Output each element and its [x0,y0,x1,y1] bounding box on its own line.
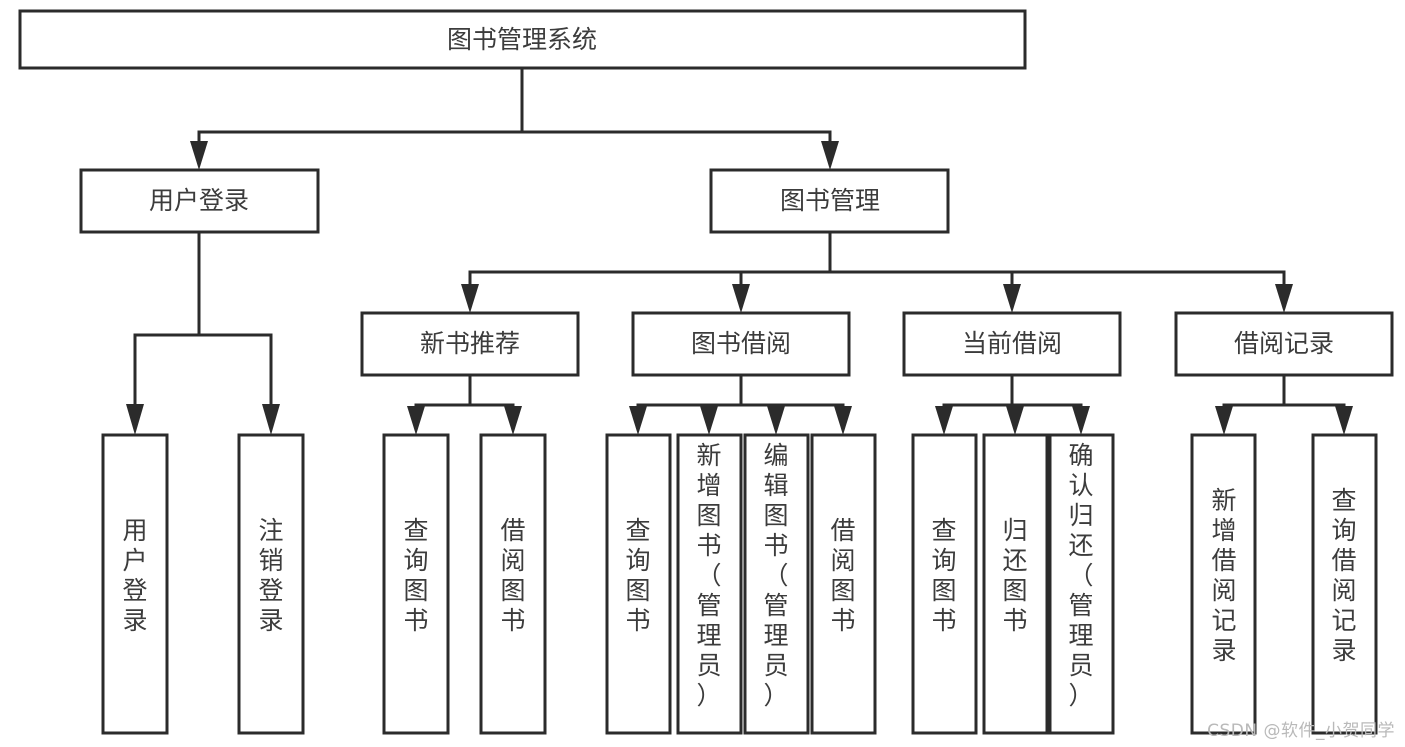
arrow-to-leaf-user-logout [262,404,280,435]
node-borrow-record[interactable]: 借阅记录 [1174,311,1394,377]
node-leaf-query-book-1[interactable]: 查询图书 [382,433,450,735]
arrow-to-leaf-query-book-2 [629,406,647,435]
edge-group-book-management [461,230,1293,313]
node-leaf-confirm-return-box[interactable] [1048,433,1115,735]
node-leaf-return-book[interactable]: 归还图书 [982,433,1049,735]
edge-group-borrow-record [1215,373,1353,435]
node-leaf-user-login-label: 用户登录 [122,516,147,635]
node-leaf-query-book-3[interactable]: 查询图书 [911,433,978,735]
node-new-book-recommend-box[interactable] [360,311,580,377]
node-leaf-borrow-book-1[interactable]: 借阅图书 [479,433,547,735]
node-user-login-box[interactable] [79,168,320,234]
node-book-borrow[interactable]: 图书借阅 [631,311,851,377]
node-user-login[interactable]: 用户登录 [79,168,320,234]
arrow-to-leaf-borrow-book-2 [834,406,852,435]
node-leaf-add-record[interactable]: 新增借阅记录 [1190,433,1257,735]
node-leaf-borrow-book-1-label: 借阅图书 [500,516,525,635]
node-leaf-confirm-return[interactable]: 确认归还（管理员） [1048,433,1115,735]
node-leaf-query-book-1-label: 查询图书 [403,516,428,635]
node-root-label: 图书管理系统 [447,25,597,54]
arrow-to-leaf-query-book-1 [407,406,425,435]
arrow-root-to-book-management [821,141,839,170]
arrow-to-leaf-confirm-return [1072,406,1090,435]
node-book-borrow-label: 图书借阅 [691,329,791,358]
node-leaf-return-book-box[interactable] [982,433,1049,735]
node-leaf-borrow-book-1-box[interactable] [479,433,547,735]
node-leaf-borrow-book-2[interactable]: 借阅图书 [810,433,877,735]
node-leaf-query-book-3-label: 查询图书 [931,516,956,635]
node-new-book-recommend[interactable]: 新书推荐 [360,311,580,377]
edge-group-root [190,66,839,170]
node-leaf-query-book-3-box[interactable] [911,433,978,735]
node-book-management[interactable]: 图书管理 [709,168,950,234]
node-book-borrow-box[interactable] [631,311,851,377]
node-leaf-query-book-1-box[interactable] [382,433,450,735]
node-leaf-add-book[interactable]: 新增图书（管理员） [676,433,743,735]
node-leaf-add-record-box[interactable] [1190,433,1257,735]
node-leaf-return-book-label: 归还图书 [1002,516,1027,635]
node-leaf-borrow-book-2-label: 借阅图书 [830,516,855,635]
arrow-to-leaf-borrow-book-1 [504,406,522,435]
node-leaf-user-logout-box[interactable] [237,433,305,735]
arrow-root-to-user-login [190,141,208,170]
arrow-to-current-borrow [1003,284,1021,313]
node-leaf-user-login-box[interactable] [101,433,169,735]
arrow-to-leaf-query-record [1335,406,1353,435]
edge-group-user-login [126,230,280,435]
node-leaf-add-record-label: 新增借阅记录 [1211,486,1236,665]
arrow-to-new-book-recommend [461,284,479,313]
node-leaf-query-book-2-box[interactable] [605,433,672,735]
node-root[interactable]: 图书管理系统 [18,9,1027,70]
node-root-box[interactable] [18,9,1027,70]
edge-group-current-borrow [935,373,1090,435]
csdn-watermark: CSDN @软件_小贺同学 [1207,721,1395,741]
node-leaf-add-book-label: 新增图书（管理员） [696,441,721,710]
node-leaf-query-record-label: 查询借阅记录 [1331,486,1356,665]
node-leaf-add-book-box[interactable] [676,433,743,735]
node-leaf-confirm-return-label: 确认归还（管理员） [1068,441,1093,710]
node-borrow-record-label: 借阅记录 [1234,329,1334,358]
node-user-login-label: 用户登录 [149,186,249,215]
node-leaf-query-book-2-label: 查询图书 [625,516,650,635]
arrow-to-book-borrow [732,284,750,313]
node-book-management-label: 图书管理 [780,186,880,215]
node-leaf-user-login[interactable]: 用户登录 [101,433,169,735]
node-leaf-user-logout[interactable]: 注销登录 [237,433,305,735]
node-leaf-edit-book[interactable]: 编辑图书（管理员） [743,433,810,735]
arrow-to-leaf-add-record [1215,406,1233,435]
arrow-to-leaf-return-book [1006,406,1024,435]
node-current-borrow[interactable]: 当前借阅 [902,311,1122,377]
node-current-borrow-box[interactable] [902,311,1122,377]
node-leaf-user-logout-label: 注销登录 [258,516,283,635]
arrow-to-leaf-add-book [700,406,718,435]
arrow-to-leaf-query-book-3 [935,406,953,435]
node-leaf-edit-book-label: 编辑图书（管理员） [763,441,788,710]
arrow-to-leaf-edit-book [767,406,785,435]
node-leaf-borrow-book-2-box[interactable] [810,433,877,735]
edge-group-new-book-recommend [407,373,522,435]
node-current-borrow-label: 当前借阅 [962,329,1062,358]
arrow-to-borrow-record [1275,284,1293,313]
node-leaf-edit-book-box[interactable] [743,433,810,735]
node-book-management-box[interactable] [709,168,950,234]
node-borrow-record-box[interactable] [1174,311,1394,377]
node-leaf-query-book-2[interactable]: 查询图书 [605,433,672,735]
node-leaf-query-record[interactable]: 查询借阅记录 [1311,433,1378,735]
node-new-book-recommend-label: 新书推荐 [420,329,520,358]
edge-group-book-borrow [629,373,852,435]
node-leaf-query-record-box[interactable] [1311,433,1378,735]
arrow-to-leaf-user-login [126,404,144,435]
